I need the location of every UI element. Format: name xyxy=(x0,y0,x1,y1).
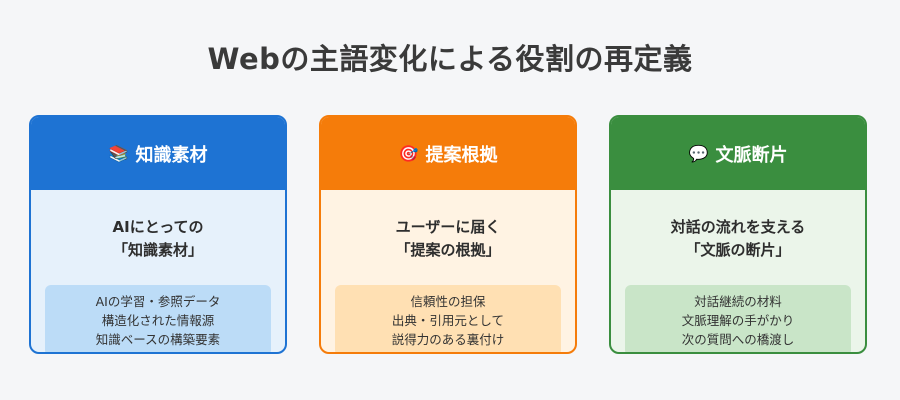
card-detail-item: 文脈理解の手がかり xyxy=(681,313,795,328)
card-detail-item: 説得力のある裏付け xyxy=(391,332,505,347)
card-detail-item: 出典・引用元として xyxy=(391,313,505,328)
card-label: 文脈断片 xyxy=(715,144,788,166)
card-detail-box: 対話継続の材料 文脈理解の手がかり 次の質問への橋渡し xyxy=(625,285,851,352)
card-detail-item: 知識ベースの構築要素 xyxy=(95,332,221,347)
card-detail-item: 構造化された情報源 xyxy=(101,313,215,328)
card-header: 💬 文脈断片 xyxy=(611,117,865,190)
card-body: ユーザーに届く 「提案の根拠」 信頼性の担保 出典・引用元として 説得力のある裏… xyxy=(321,190,575,352)
card-heading-line: 「知識素材」 xyxy=(112,241,203,259)
card-heading-line: ユーザーに届く xyxy=(395,218,501,236)
card-heading: ユーザーに届く 「提案の根拠」 xyxy=(321,216,575,262)
card-body: AIにとっての 「知識素材」 AIの学習・参照データ 構造化された情報源 知識ベ… xyxy=(31,190,285,352)
card-heading: 対話の流れを支える 「文脈の断片」 xyxy=(611,216,865,262)
card-detail-item: 次の質問への橋渡し xyxy=(681,332,795,347)
card-heading-line: AIにとっての xyxy=(112,218,204,236)
page-title: Webの主語変化による役割の再定義 xyxy=(207,42,693,76)
speech-bubble-icon: 💬 xyxy=(688,144,709,163)
card-header: 📚 知識素材 xyxy=(31,117,285,190)
card-label: 提案根拠 xyxy=(425,144,498,166)
card-heading-line: 「文脈の断片」 xyxy=(685,241,791,259)
card-detail-item: 信頼性の担保 xyxy=(410,294,486,309)
card-proposal-basis: 🎯 提案根拠 ユーザーに届く 「提案の根拠」 信頼性の担保 出典・引用元として … xyxy=(319,115,577,354)
card-label: 知識素材 xyxy=(135,144,208,166)
card-detail-box: 信頼性の担保 出典・引用元として 説得力のある裏付け xyxy=(335,285,561,352)
card-header: 🎯 提案根拠 xyxy=(321,117,575,190)
card-detail-box: AIの学習・参照データ 構造化された情報源 知識ベースの構築要素 xyxy=(45,285,271,352)
card-heading: AIにとっての 「知識素材」 xyxy=(31,216,285,262)
card-context-fragment: 💬 文脈断片 対話の流れを支える 「文脈の断片」 対話継続の材料 文脈理解の手が… xyxy=(609,115,867,354)
card-detail-item: AIの学習・参照データ xyxy=(95,294,221,309)
target-icon: 🎯 xyxy=(398,144,419,163)
card-detail-item: 対話継続の材料 xyxy=(694,294,782,309)
card-heading-line: 「提案の根拠」 xyxy=(395,241,501,259)
books-icon: 📚 xyxy=(108,144,129,163)
card-knowledge-material: 📚 知識素材 AIにとっての 「知識素材」 AIの学習・参照データ 構造化された… xyxy=(29,115,287,354)
card-body: 対話の流れを支える 「文脈の断片」 対話継続の材料 文脈理解の手がかり 次の質問… xyxy=(611,190,865,352)
card-heading-line: 対話の流れを支える xyxy=(670,218,806,236)
